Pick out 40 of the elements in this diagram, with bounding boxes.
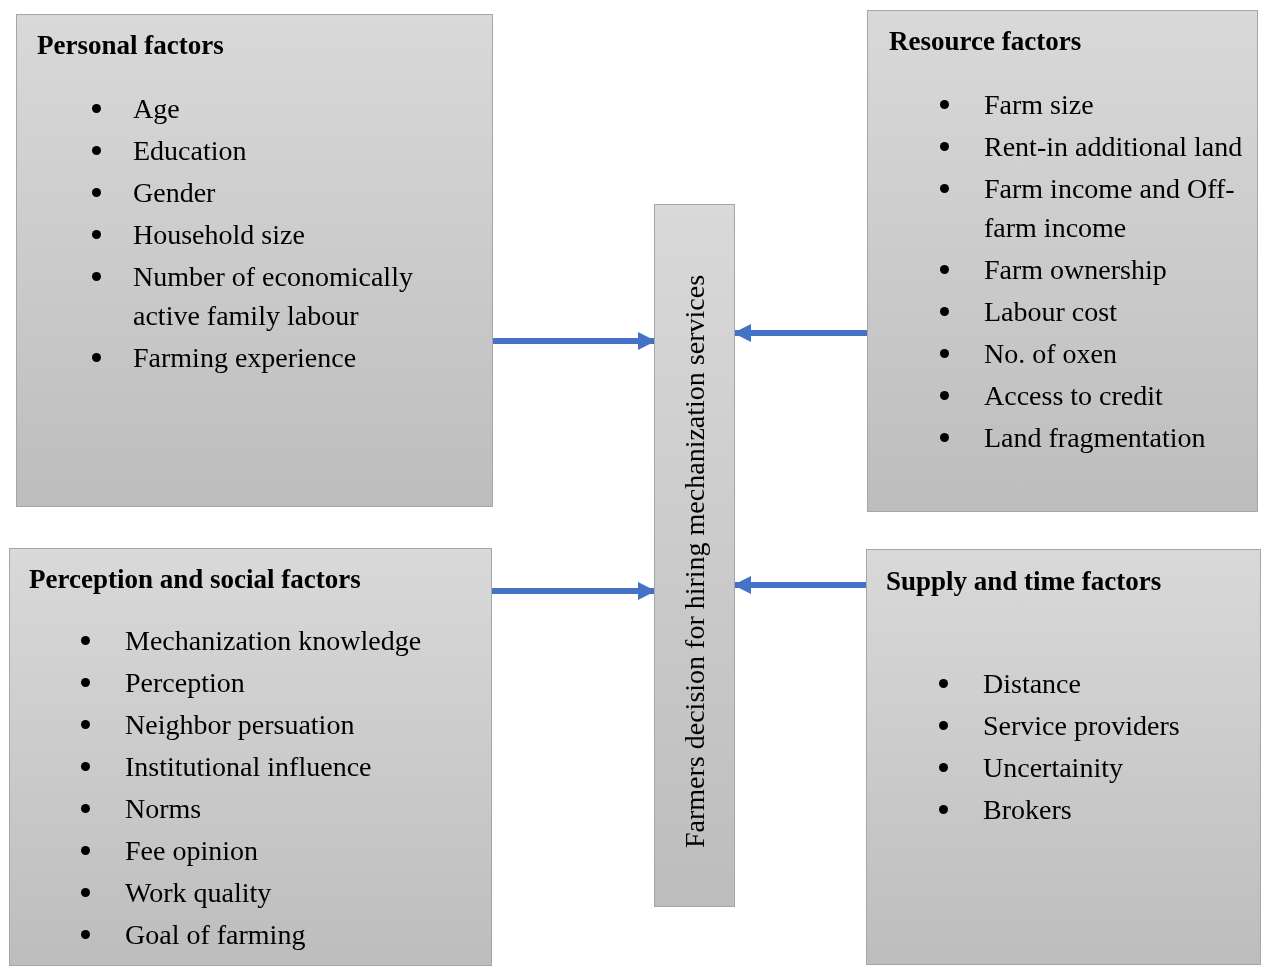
list-item: Farming experience <box>133 341 358 375</box>
factor-box <box>9 548 492 966</box>
list-item: Farm ownership <box>984 253 1168 287</box>
list-item: Number of economically active family labour <box>133 260 414 333</box>
list-item: Goal of farming <box>125 918 307 952</box>
list-item: Service providers <box>983 709 1181 743</box>
list-item: Perception <box>125 666 246 700</box>
arrow <box>492 582 656 600</box>
list-item: Norms <box>125 792 203 826</box>
list-item: Labour cost <box>984 295 1118 329</box>
list-item: Rent-in additional land <box>984 130 1244 164</box>
factor-box <box>866 549 1261 965</box>
box-heading: Resource factors <box>889 25 1082 57</box>
arrow <box>733 576 866 594</box>
list-item: Land fragmentation <box>984 421 1207 455</box>
arrow <box>733 324 867 342</box>
box-heading: Perception and social factors <box>29 563 361 595</box>
decision-text: Farmers decision for hiring mechanization services <box>678 275 711 848</box>
list-item: Farm size <box>984 88 1095 122</box>
list-item: Mechanization knowledge <box>125 624 423 658</box>
list-item: Fee opinion <box>125 834 259 868</box>
list-item: Uncertainity <box>983 751 1124 785</box>
list-item: Education <box>133 134 248 168</box>
list-item: Institutional influence <box>125 750 373 784</box>
factor-box <box>16 14 493 507</box>
box-heading: Supply and time factors <box>886 565 1162 597</box>
list-item: Gender <box>133 176 217 210</box>
list-item: Distance <box>983 667 1082 701</box>
list-item: No. of oxen <box>984 337 1118 371</box>
factor-box <box>867 10 1258 512</box>
list-item: Household size <box>133 218 306 252</box>
list-item: Neighbor persuation <box>125 708 356 742</box>
arrow <box>493 332 656 350</box>
list-item: Work quality <box>125 876 273 910</box>
list-item: Age <box>133 92 181 126</box>
list-item: Access to credit <box>984 379 1164 413</box>
list-item: Brokers <box>983 793 1073 827</box>
decision-box <box>654 204 735 907</box>
box-heading: Personal factors <box>37 29 224 61</box>
list-item: Farm income and Off-farm income <box>984 172 1236 245</box>
